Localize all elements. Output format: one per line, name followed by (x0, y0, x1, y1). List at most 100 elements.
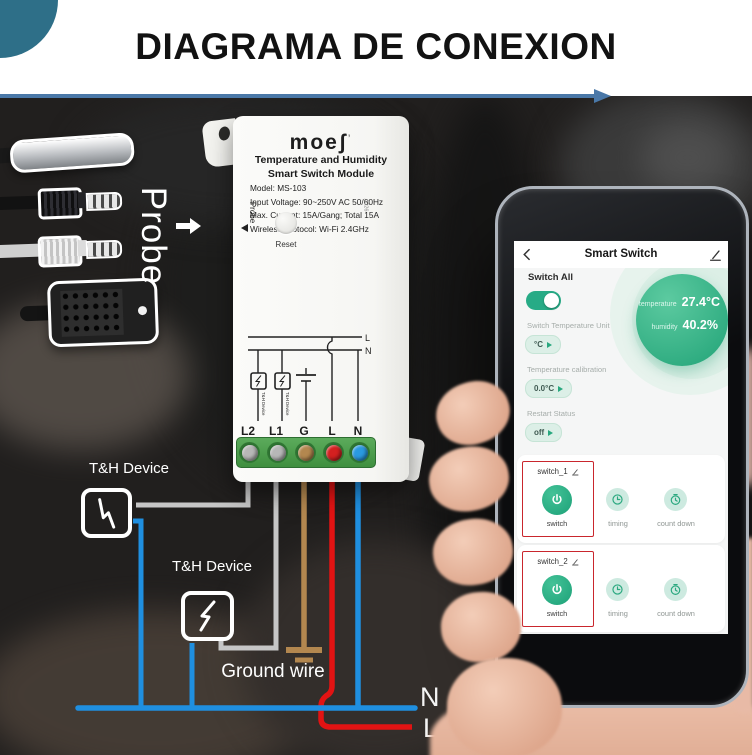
ground-wire-label: Ground wire (221, 661, 325, 682)
terminal-label-n: N (354, 424, 363, 438)
mounting-hole (217, 125, 232, 142)
clock-icon (612, 584, 623, 595)
setting-restart-button[interactable]: off (525, 423, 563, 442)
audio-jack-black (0, 184, 125, 220)
page-title: DIAGRAMA DE CONEXION (135, 26, 617, 67)
th-device-2-box (181, 591, 234, 641)
switch-2-power-button[interactable] (542, 575, 572, 605)
spec-model: Model: MS-103 (250, 183, 307, 193)
lightning-icon (97, 498, 115, 529)
humidity-label: humidity (651, 324, 678, 331)
finger-base (447, 658, 562, 755)
switch-2-countdown-button[interactable] (664, 578, 687, 601)
power-icon (552, 493, 562, 505)
printed-wiring-schematic: L N T&H Device T&H Device L2 L1 G L N (241, 333, 372, 438)
highlight-box: switch_1 (522, 461, 594, 537)
toggle-knob (544, 293, 559, 308)
setting-unit-button[interactable]: °C (525, 335, 561, 354)
switch-card-1: switch_1 switch timing (517, 455, 725, 543)
neutral-label: N (420, 682, 440, 712)
app-screen: temperature 27.4°C humidity 40.2% Smart … (514, 241, 728, 634)
edit-icon[interactable] (571, 468, 579, 476)
terminal-n[interactable] (349, 442, 370, 463)
spec-lines: Model: MS-103 Input Voltage: 90~250V AC … (250, 182, 383, 236)
switch-1-switch-label: switch (546, 519, 568, 528)
power-icon (552, 583, 562, 595)
app-title: Smart Switch (584, 248, 658, 260)
switch-1-countdown-button[interactable] (664, 488, 687, 511)
terminal-l1[interactable] (267, 442, 288, 463)
divider-arrow-line (0, 94, 594, 98)
app-header: Smart Switch (514, 241, 728, 268)
product-name-line2: Smart Switch Module (267, 168, 375, 180)
schematic-th-label-2: T&H Device (285, 392, 290, 416)
setting-label-calibration: Temperature calibration (527, 365, 607, 374)
switch-card-2: switch_2 switch timing (517, 545, 725, 632)
side-code: A026 (362, 198, 369, 212)
setting-restart-value: off (534, 428, 545, 437)
audio-jack-white (0, 232, 125, 268)
switch-1-power-button[interactable] (542, 485, 572, 515)
lightning-icon (199, 600, 215, 632)
probe-arrow-icon (176, 218, 201, 234)
probe-port-label: Probe (248, 201, 258, 224)
back-icon[interactable] (521, 248, 534, 261)
setting-calibration-button[interactable]: 0.0°C (525, 379, 573, 398)
clock-icon (612, 494, 623, 505)
schematic-neutral-label: N (365, 346, 372, 356)
terminal-label-g: G (299, 424, 308, 438)
expand-arrow-icon (546, 341, 552, 348)
switch-1-timing-button[interactable] (606, 488, 629, 511)
terminal-block (236, 437, 376, 468)
spec-protocol: Wireless Protocol: Wi-Fi 2.4GHz (250, 223, 369, 234)
th-device-1-box (81, 488, 132, 538)
product-name-line1: Temperature and Humidity (254, 154, 388, 166)
temperature-value: 27.4°C (681, 295, 720, 309)
title-band (0, 0, 752, 96)
switch-2-timing-label: timing (608, 609, 628, 618)
th-device-1-label: T&H Device (88, 460, 170, 477)
terminal-l2[interactable] (239, 442, 260, 463)
th-device-2-label: T&H Device (171, 558, 253, 575)
reset-button[interactable] (275, 212, 297, 234)
terminal-label-l: L (328, 424, 335, 438)
wire-live-red (318, 455, 412, 730)
setting-unit-value: °C (534, 340, 543, 349)
countdown-icon (670, 494, 681, 505)
wire-l1-gray (218, 455, 279, 651)
setting-label-unit: Switch Temperature Unit (527, 321, 610, 330)
switch-1-name: switch_1 (537, 467, 568, 476)
switch-2-timing-button[interactable] (606, 578, 629, 601)
switch-2-countdown-label: count down (657, 609, 695, 618)
smart-switch-module: moeʃ’ Temperature and Humidity Smart Swi… (233, 116, 409, 482)
switch-2-switch-label: switch (546, 609, 568, 618)
schematic-th-label-1: T&H Device (261, 392, 266, 416)
probe-callout-label: Probe (134, 186, 173, 286)
spec-current: Max. Current: 15A/Gang; Total 15A (250, 210, 379, 220)
sensor-gauge: temperature 27.4°C humidity 40.2% (636, 274, 728, 366)
switch-1-countdown-label: count down (657, 519, 695, 528)
brand-mark: ’ (347, 133, 353, 143)
expand-arrow-icon (548, 429, 554, 436)
switch-1-timing-label: timing (608, 519, 628, 528)
switch-all-label: Switch All (528, 272, 574, 283)
terminal-label-l1: L1 (269, 424, 283, 438)
wire-thdevice1-blue (133, 518, 144, 706)
probe-port-arrow-icon (241, 224, 248, 232)
expand-arrow-icon (558, 385, 564, 392)
highlight-box: switch_2 (522, 551, 594, 627)
setting-calibration-value: 0.0°C (534, 384, 555, 393)
terminal-l[interactable] (323, 442, 344, 463)
edit-icon[interactable] (708, 248, 722, 262)
setting-label-restart: Restart Status (527, 409, 576, 418)
temperature-label: temperature (638, 301, 677, 308)
countdown-icon (670, 584, 681, 595)
spec-voltage: Input Voltage: 90~250V AC 50/60Hz (250, 196, 384, 207)
brand-logo: moeʃ’ (289, 131, 353, 154)
terminal-g[interactable] (295, 442, 316, 463)
edit-icon[interactable] (571, 558, 579, 566)
switch-2-name: switch_2 (537, 557, 568, 566)
switch-all-toggle[interactable] (526, 291, 561, 310)
